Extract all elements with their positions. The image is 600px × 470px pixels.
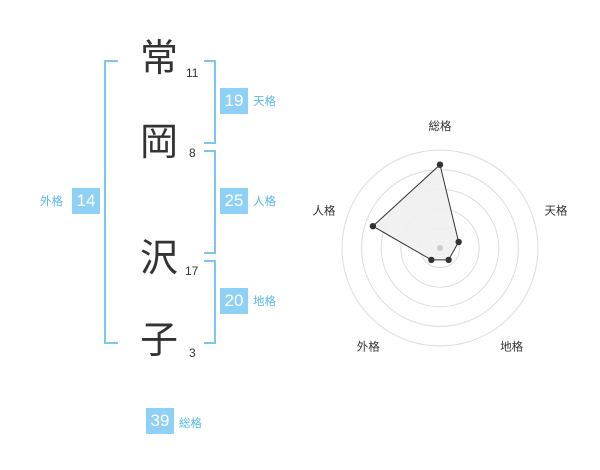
name-char-1: 常 [140,36,179,80]
chikaku-score: 20 [220,288,248,314]
radar-ring [341,149,539,347]
gaikaku-label: 外格 [40,194,63,208]
tenkaku-label: 天格 [253,94,276,108]
soukaku-label: 総格 [179,416,202,430]
radar-axis-label: 人格 [313,203,336,217]
radar-point [455,238,462,246]
name-char-2: 岡 [140,120,179,164]
radar-points [369,161,462,264]
name-char-4: 子 [140,318,179,362]
name-char-3: 沢 [140,236,179,280]
stroke-count-3: 17 [185,264,199,278]
stroke-count-4: 3 [189,346,196,360]
jinkaku-bracket [204,150,216,254]
radar-area [372,163,460,261]
stroke-count-2: 8 [189,146,196,160]
stroke-count-1: 11 [186,66,199,80]
chikaku-bracket [204,260,216,344]
radar-point [436,161,444,168]
radar-axis-label: 天格 [545,203,568,217]
jinkaku-label: 人格 [253,194,276,208]
tenkaku-bracket [204,60,216,144]
gaikaku-score: 14 [72,188,100,214]
radar-axis-label: 総格 [429,119,452,133]
jinkaku-score: 25 [220,188,248,214]
radar-point [428,256,435,264]
radar-point [369,222,377,230]
radar-axis-label: 地格 [500,340,523,354]
radar-point [445,256,452,264]
tenkaku-score: 19 [220,88,248,114]
radar-axis-label: 外格 [357,340,380,354]
soukaku-score: 39 [146,408,174,434]
gaikaku-bracket [104,60,118,344]
radar-center [437,245,443,251]
chikaku-label: 地格 [253,294,276,308]
